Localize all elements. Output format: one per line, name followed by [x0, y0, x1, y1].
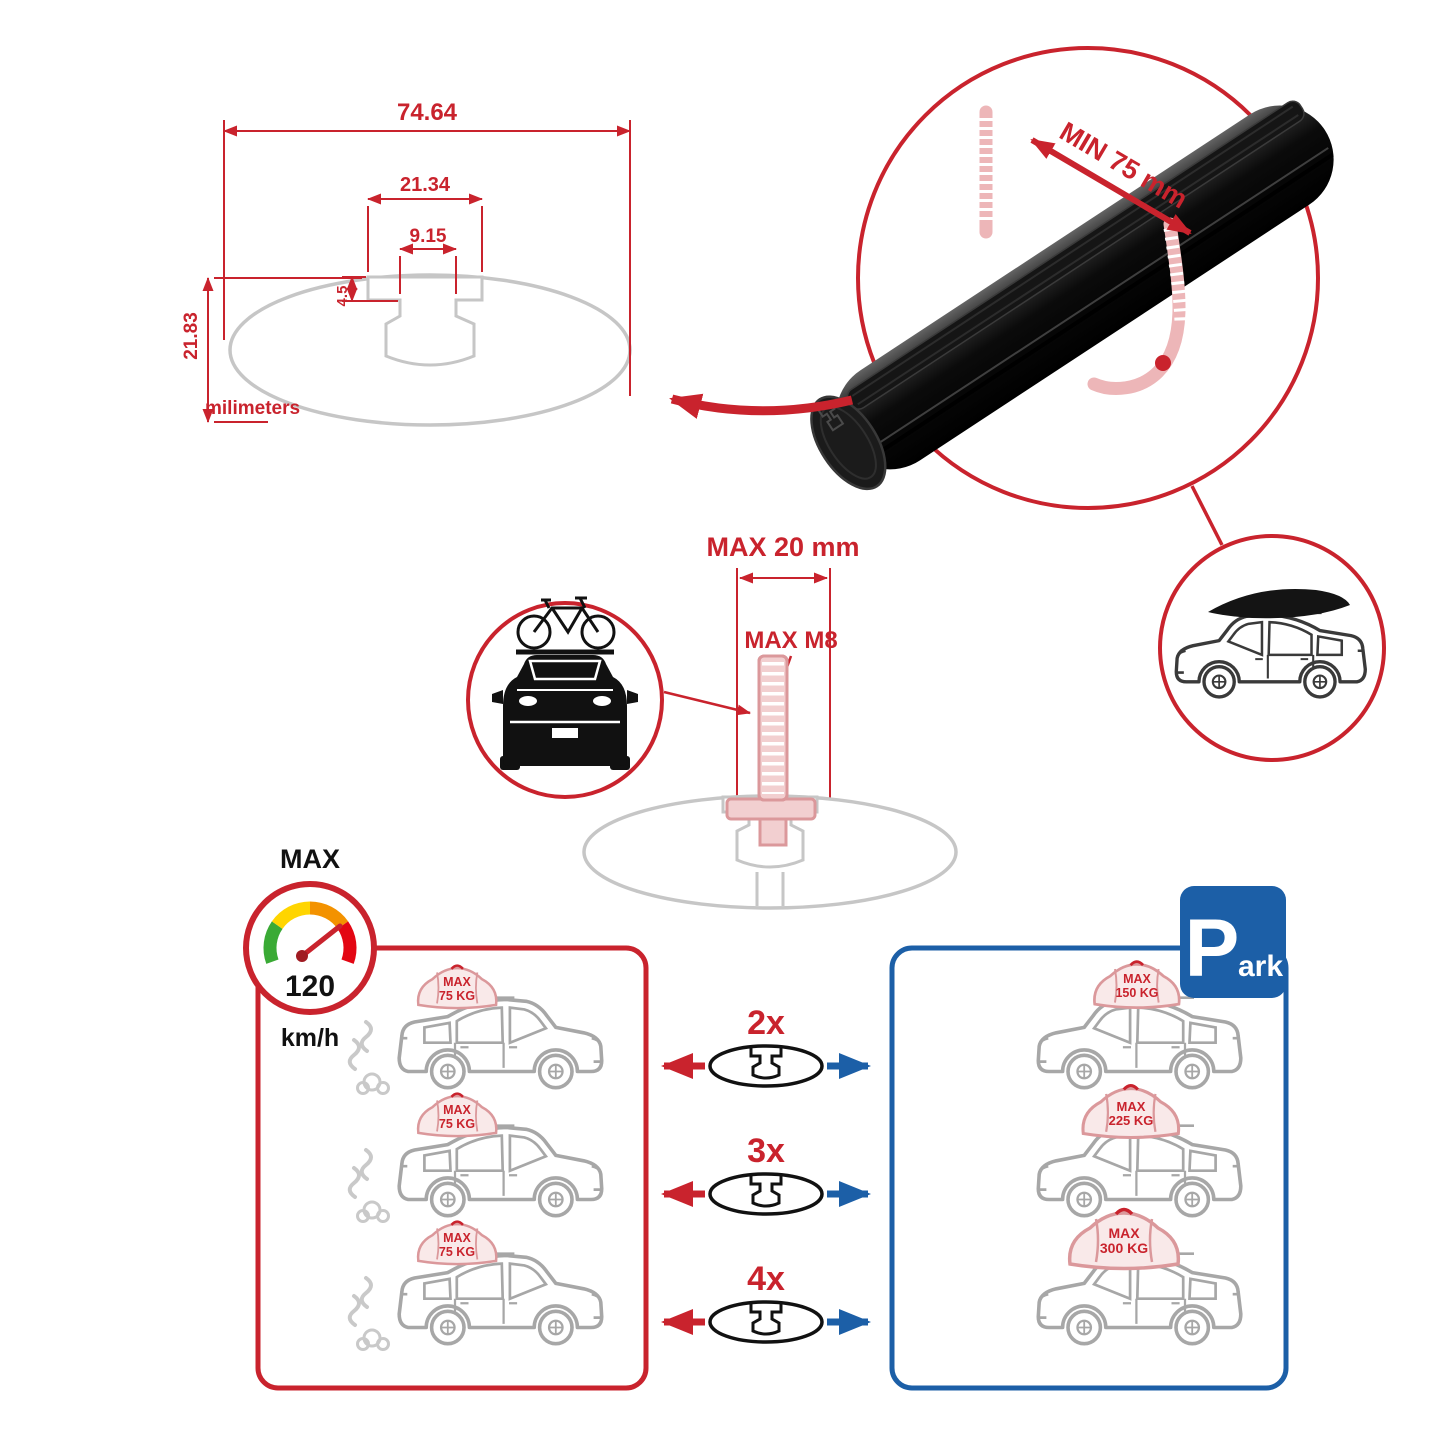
t-nut-plate	[725, 797, 817, 821]
speed-unit: km/h	[281, 1024, 339, 1052]
units-label: milimeters	[205, 398, 300, 419]
bike-leader-line	[663, 690, 751, 716]
bar-section-icon	[708, 1044, 824, 1088]
bag-kg-label: 300 KG	[1100, 1240, 1148, 1256]
parking-suffix: ark	[1238, 950, 1283, 983]
width-total-label: 74.64	[397, 99, 458, 126]
dimension-lines	[202, 120, 631, 423]
lip-depth-label: 4.5	[334, 286, 351, 307]
bar-section-icon	[708, 1172, 824, 1216]
slot-outer-label: 21.34	[400, 174, 451, 196]
cross-section-diagram: 74.64 21.34 9.15 4.5 21.83 milimeters	[181, 99, 632, 427]
bag-kg-label: 225 KG	[1109, 1113, 1154, 1128]
bag-kg-label: 150 KG	[1115, 986, 1158, 1000]
multiplier-label: 3x	[747, 1132, 785, 1170]
gauge-needle	[299, 923, 343, 959]
height-total-label: 21.83	[181, 312, 202, 360]
thread-label: MAX M8	[744, 627, 837, 654]
bar-section-icon	[708, 1300, 824, 1344]
roof-box-icon	[1208, 588, 1350, 619]
parking-sign: P ark	[1180, 886, 1286, 998]
multiplier-label: 4x	[747, 1260, 785, 1298]
parking-letter: P	[1185, 903, 1240, 994]
speed-max-label: MAX	[280, 844, 340, 874]
bag-max-label: MAX	[1117, 1099, 1146, 1114]
speed-limit-gauge: MAX 120 km/h	[243, 844, 377, 1052]
driving-cars: MAX 75 KG MAX 75 KG MAX 75 KG	[347, 964, 604, 1352]
bar-section-with-bolt	[582, 794, 958, 910]
parking-icon	[1180, 886, 1286, 998]
pointer-arrow	[669, 393, 854, 419]
bicycle-icon	[516, 596, 616, 650]
min-span-arrow	[1030, 137, 1192, 236]
circle-connector-line	[1190, 485, 1224, 546]
multiplier-label: 2x	[747, 1004, 785, 1042]
bag-kg-label: 75 KG	[439, 989, 475, 1003]
roofbox-suv-circle	[1158, 534, 1386, 762]
bolt-icon	[757, 654, 789, 802]
bolt-dimension-lines	[736, 568, 831, 805]
parked-cars: MAX 150 KG MAX 225 KG MAX 300 KG	[1036, 960, 1243, 1346]
bag-max-label: MAX	[1123, 972, 1151, 986]
bag-max-label: MAX	[1108, 1225, 1140, 1241]
t-slot-profile	[366, 275, 484, 367]
clamp-strap-icon	[1087, 217, 1188, 395]
pivot-dot	[1155, 355, 1171, 371]
bike-car-circle	[466, 596, 664, 799]
car-front-icon	[492, 649, 638, 770]
bar-detail-circle: MIN 75 mm	[810, 46, 1334, 510]
speed-value: 120	[285, 970, 335, 1003]
bag-max-label: MAX	[443, 975, 471, 989]
bag-max-label: MAX	[443, 1231, 471, 1245]
bag-max-label: MAX	[443, 1103, 471, 1117]
bolt-length-label: MAX 20 mm	[706, 532, 859, 562]
gauge-hub	[296, 950, 308, 962]
bag-kg-label: 75 KG	[439, 1117, 475, 1131]
slot-inner-label: 9.15	[410, 226, 447, 247]
bolt-diagram: MAX 20 mm MAX M8	[466, 532, 958, 910]
multiplier-column: 2x 3x 4x	[661, 1004, 871, 1344]
gauge-arcs	[263, 901, 357, 964]
bag-kg-label: 75 KG	[439, 1245, 475, 1259]
